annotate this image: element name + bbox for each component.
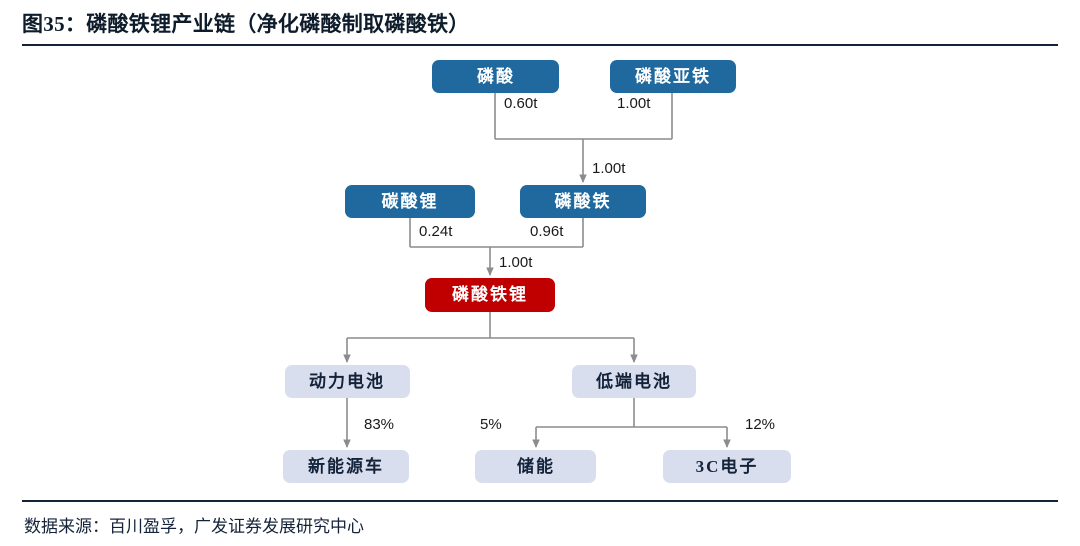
node-power-battery-label: 动力电池 <box>309 371 385 391</box>
connector-group-middle <box>409 218 584 276</box>
figure-title-bar: 图35：磷酸铁锂产业链（净化磷酸制取磷酸铁） <box>22 6 1058 40</box>
node-new-energy-vehicle-label: 新能源车 <box>308 456 384 476</box>
connector-group-lfp-split <box>343 312 638 363</box>
node-phosphoric-acid-box[interactable] <box>432 60 559 93</box>
node-energy-storage[interactable]: 储能 <box>475 450 596 483</box>
title-divider <box>22 44 1058 46</box>
node-iron-phosphate[interactable]: 磷酸铁 <box>520 185 646 218</box>
supply-chain-diagram: 磷酸 磷酸亚铁 碳酸锂 磷酸铁 磷酸铁锂 动力电池 低端电池 <box>283 60 791 483</box>
node-lithium-iron-phosphate-label: 磷酸铁锂 <box>452 284 528 304</box>
node-low-end-battery-box[interactable] <box>572 365 696 398</box>
node-ferrous-phosphate-label: 磷酸亚铁 <box>635 66 711 86</box>
node-energy-storage-label: 储能 <box>517 456 555 476</box>
edge-label-phosphoric-acid: 0.60t <box>504 95 538 112</box>
page-title: 图35：磷酸铁锂产业链（净化磷酸制取磷酸铁） <box>22 12 470 36</box>
node-lithium-carbonate[interactable]: 碳酸锂 <box>345 185 475 218</box>
node-energy-storage-box[interactable] <box>475 450 596 483</box>
footer-divider <box>22 500 1058 502</box>
node-new-energy-vehicle-box[interactable] <box>283 450 409 483</box>
node-phosphoric-acid-label: 磷酸 <box>477 66 515 86</box>
source-note: 数据来源：百川盈孚，广发证券发展研究中心 <box>24 517 364 536</box>
node-3c-electronics-box[interactable] <box>663 450 791 483</box>
node-lithium-carbonate-box[interactable] <box>345 185 475 218</box>
edge-label-power-battery-share: 83% <box>364 416 394 433</box>
edge-label-merge-to-lfp: 1.00t <box>499 254 533 271</box>
connector-group-low-end-split <box>532 398 731 448</box>
edge-label-iron-phosphate: 0.96t <box>530 223 564 240</box>
node-lithium-carbonate-label: 碳酸锂 <box>382 191 439 211</box>
node-new-energy-vehicle[interactable]: 新能源车 <box>283 450 409 483</box>
node-iron-phosphate-label: 磷酸铁 <box>555 191 612 211</box>
edge-label-merge-to-iron-phosphate: 1.00t <box>592 160 626 177</box>
edge-label-ferrous-phosphate: 1.00t <box>617 95 651 112</box>
node-lithium-iron-phosphate[interactable]: 磷酸铁锂 <box>425 278 555 312</box>
node-phosphoric-acid[interactable]: 磷酸 <box>432 60 559 93</box>
edge-label-lithium-carbonate: 0.24t <box>419 223 453 240</box>
edge-label-3c-share: 12% <box>745 416 775 433</box>
edge-label-storage-share: 5% <box>480 416 502 433</box>
node-power-battery-box[interactable] <box>285 365 410 398</box>
node-ferrous-phosphate[interactable]: 磷酸亚铁 <box>610 60 736 93</box>
node-ferrous-phosphate-box[interactable] <box>610 60 736 93</box>
node-3c-electronics-label: 3C电子 <box>696 456 759 476</box>
node-3c-electronics[interactable]: 3C电子 <box>663 450 791 483</box>
connector-group-top <box>494 93 673 183</box>
node-low-end-battery[interactable]: 低端电池 <box>572 365 696 398</box>
node-power-battery[interactable]: 动力电池 <box>285 365 410 398</box>
node-low-end-battery-label: 低端电池 <box>595 371 672 391</box>
node-iron-phosphate-box[interactable] <box>520 185 646 218</box>
node-lithium-iron-phosphate-box[interactable] <box>425 278 555 312</box>
